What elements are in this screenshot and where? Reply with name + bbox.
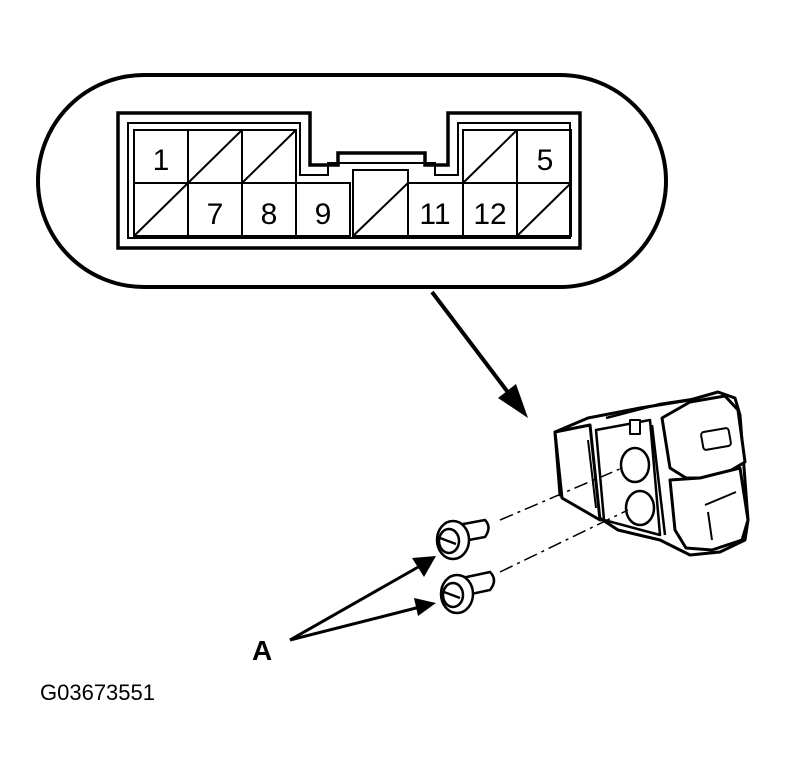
pin-label-12: 12 bbox=[473, 198, 506, 231]
switch-assembly bbox=[553, 390, 750, 557]
screw-upper bbox=[435, 518, 490, 561]
pin-label-11: 11 bbox=[419, 198, 450, 231]
pin-label-9: 9 bbox=[315, 198, 332, 231]
connector-pointer-arrow bbox=[430, 290, 528, 418]
callout-arrows bbox=[289, 556, 436, 642]
pin-label-7: 7 bbox=[207, 198, 224, 231]
screw-lower bbox=[439, 570, 496, 615]
screw-alignment-lines bbox=[499, 467, 629, 573]
pin-label-5: 5 bbox=[537, 144, 554, 177]
connector-face: 1 5 7 8 9 11 12 bbox=[116, 111, 582, 250]
pin-label-1: 1 bbox=[153, 144, 170, 177]
empty-cavity-marks bbox=[133, 129, 572, 237]
callout-label-a: A bbox=[252, 635, 272, 666]
pin-cells-bottom bbox=[133, 169, 572, 237]
pin-label-8: 8 bbox=[261, 198, 278, 231]
figure-code: G03673551 bbox=[40, 680, 155, 705]
